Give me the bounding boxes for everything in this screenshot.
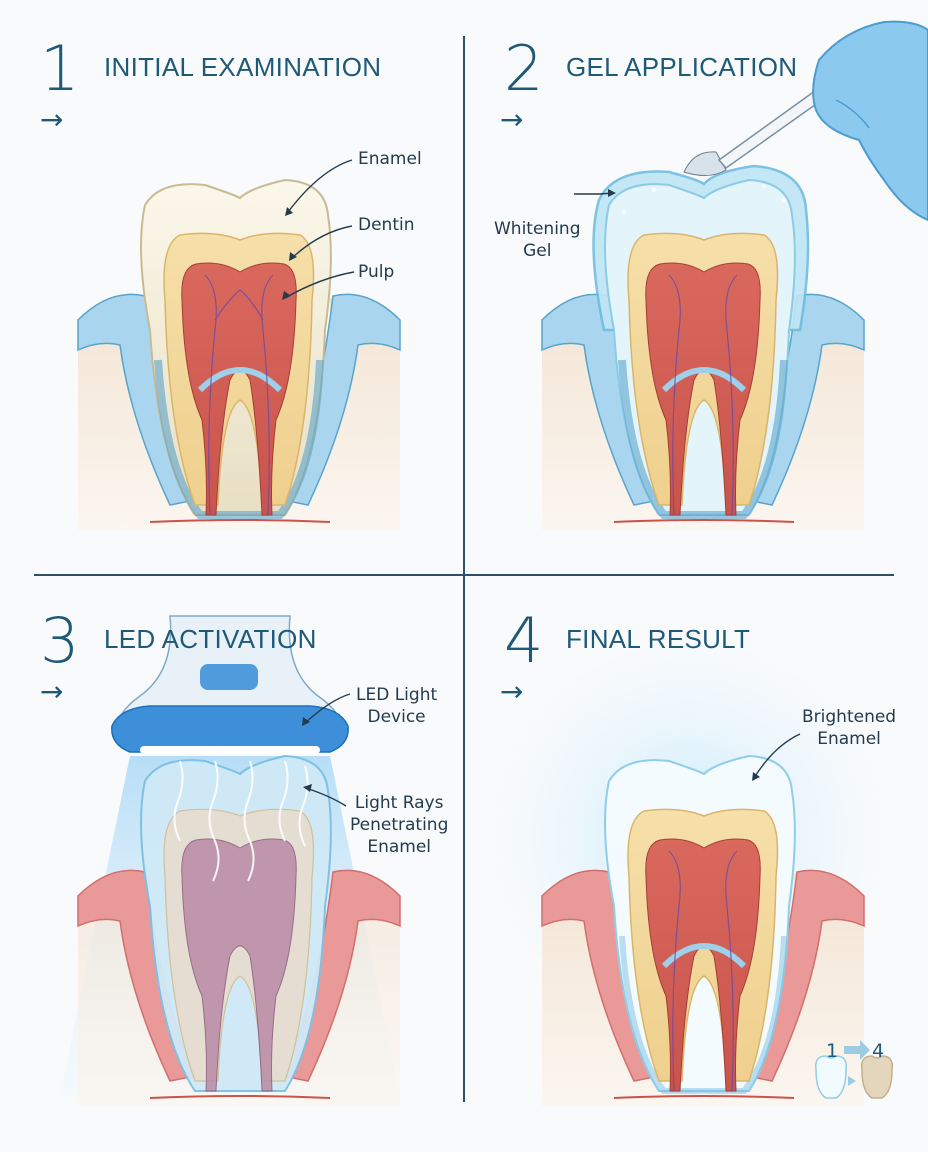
tooth-illustration-3 bbox=[60, 615, 401, 1106]
step-number: 1 bbox=[40, 32, 80, 105]
step-arrow-icon: → bbox=[40, 103, 64, 136]
step-title: GEL APPLICATION bbox=[566, 52, 798, 82]
step-arrow-icon: → bbox=[500, 675, 524, 708]
step-title: INITIAL EXAMINATION bbox=[104, 52, 382, 82]
tooth-illustration-1 bbox=[77, 159, 401, 530]
tooth-after-icon bbox=[860, 1055, 894, 1099]
label-pulp: Pulp bbox=[358, 262, 395, 282]
vertical-divider bbox=[463, 36, 465, 1102]
panel-initial-examination: 1 INITIAL EXAMINATION → Enamel Dentin Pu… bbox=[0, 0, 464, 576]
tooth-before-icon bbox=[814, 1055, 848, 1099]
compare-from-label: 1 bbox=[826, 1040, 839, 1062]
compare-arrow-icon bbox=[844, 1040, 870, 1060]
step-number: 3 bbox=[40, 604, 80, 677]
gloved-hand-icon bbox=[812, 20, 928, 222]
step-title: LED ACTIVATION bbox=[104, 624, 317, 654]
tooth-illustration-2 bbox=[541, 20, 928, 530]
compare-to-label: 4 bbox=[872, 1040, 885, 1062]
horizontal-divider bbox=[34, 574, 894, 576]
step-number: 4 bbox=[504, 604, 544, 677]
label-enamel: Enamel bbox=[358, 149, 422, 169]
step-title: FINAL RESULT bbox=[566, 624, 751, 654]
led-lamp-icon bbox=[111, 615, 349, 754]
label-dentin: Dentin bbox=[358, 215, 415, 235]
step-arrow-icon: → bbox=[40, 675, 64, 708]
pulp bbox=[181, 262, 297, 516]
step-number: 2 bbox=[504, 32, 544, 105]
tooth-illustration-4 bbox=[489, 636, 894, 1106]
step-arrow-icon: → bbox=[500, 103, 524, 136]
